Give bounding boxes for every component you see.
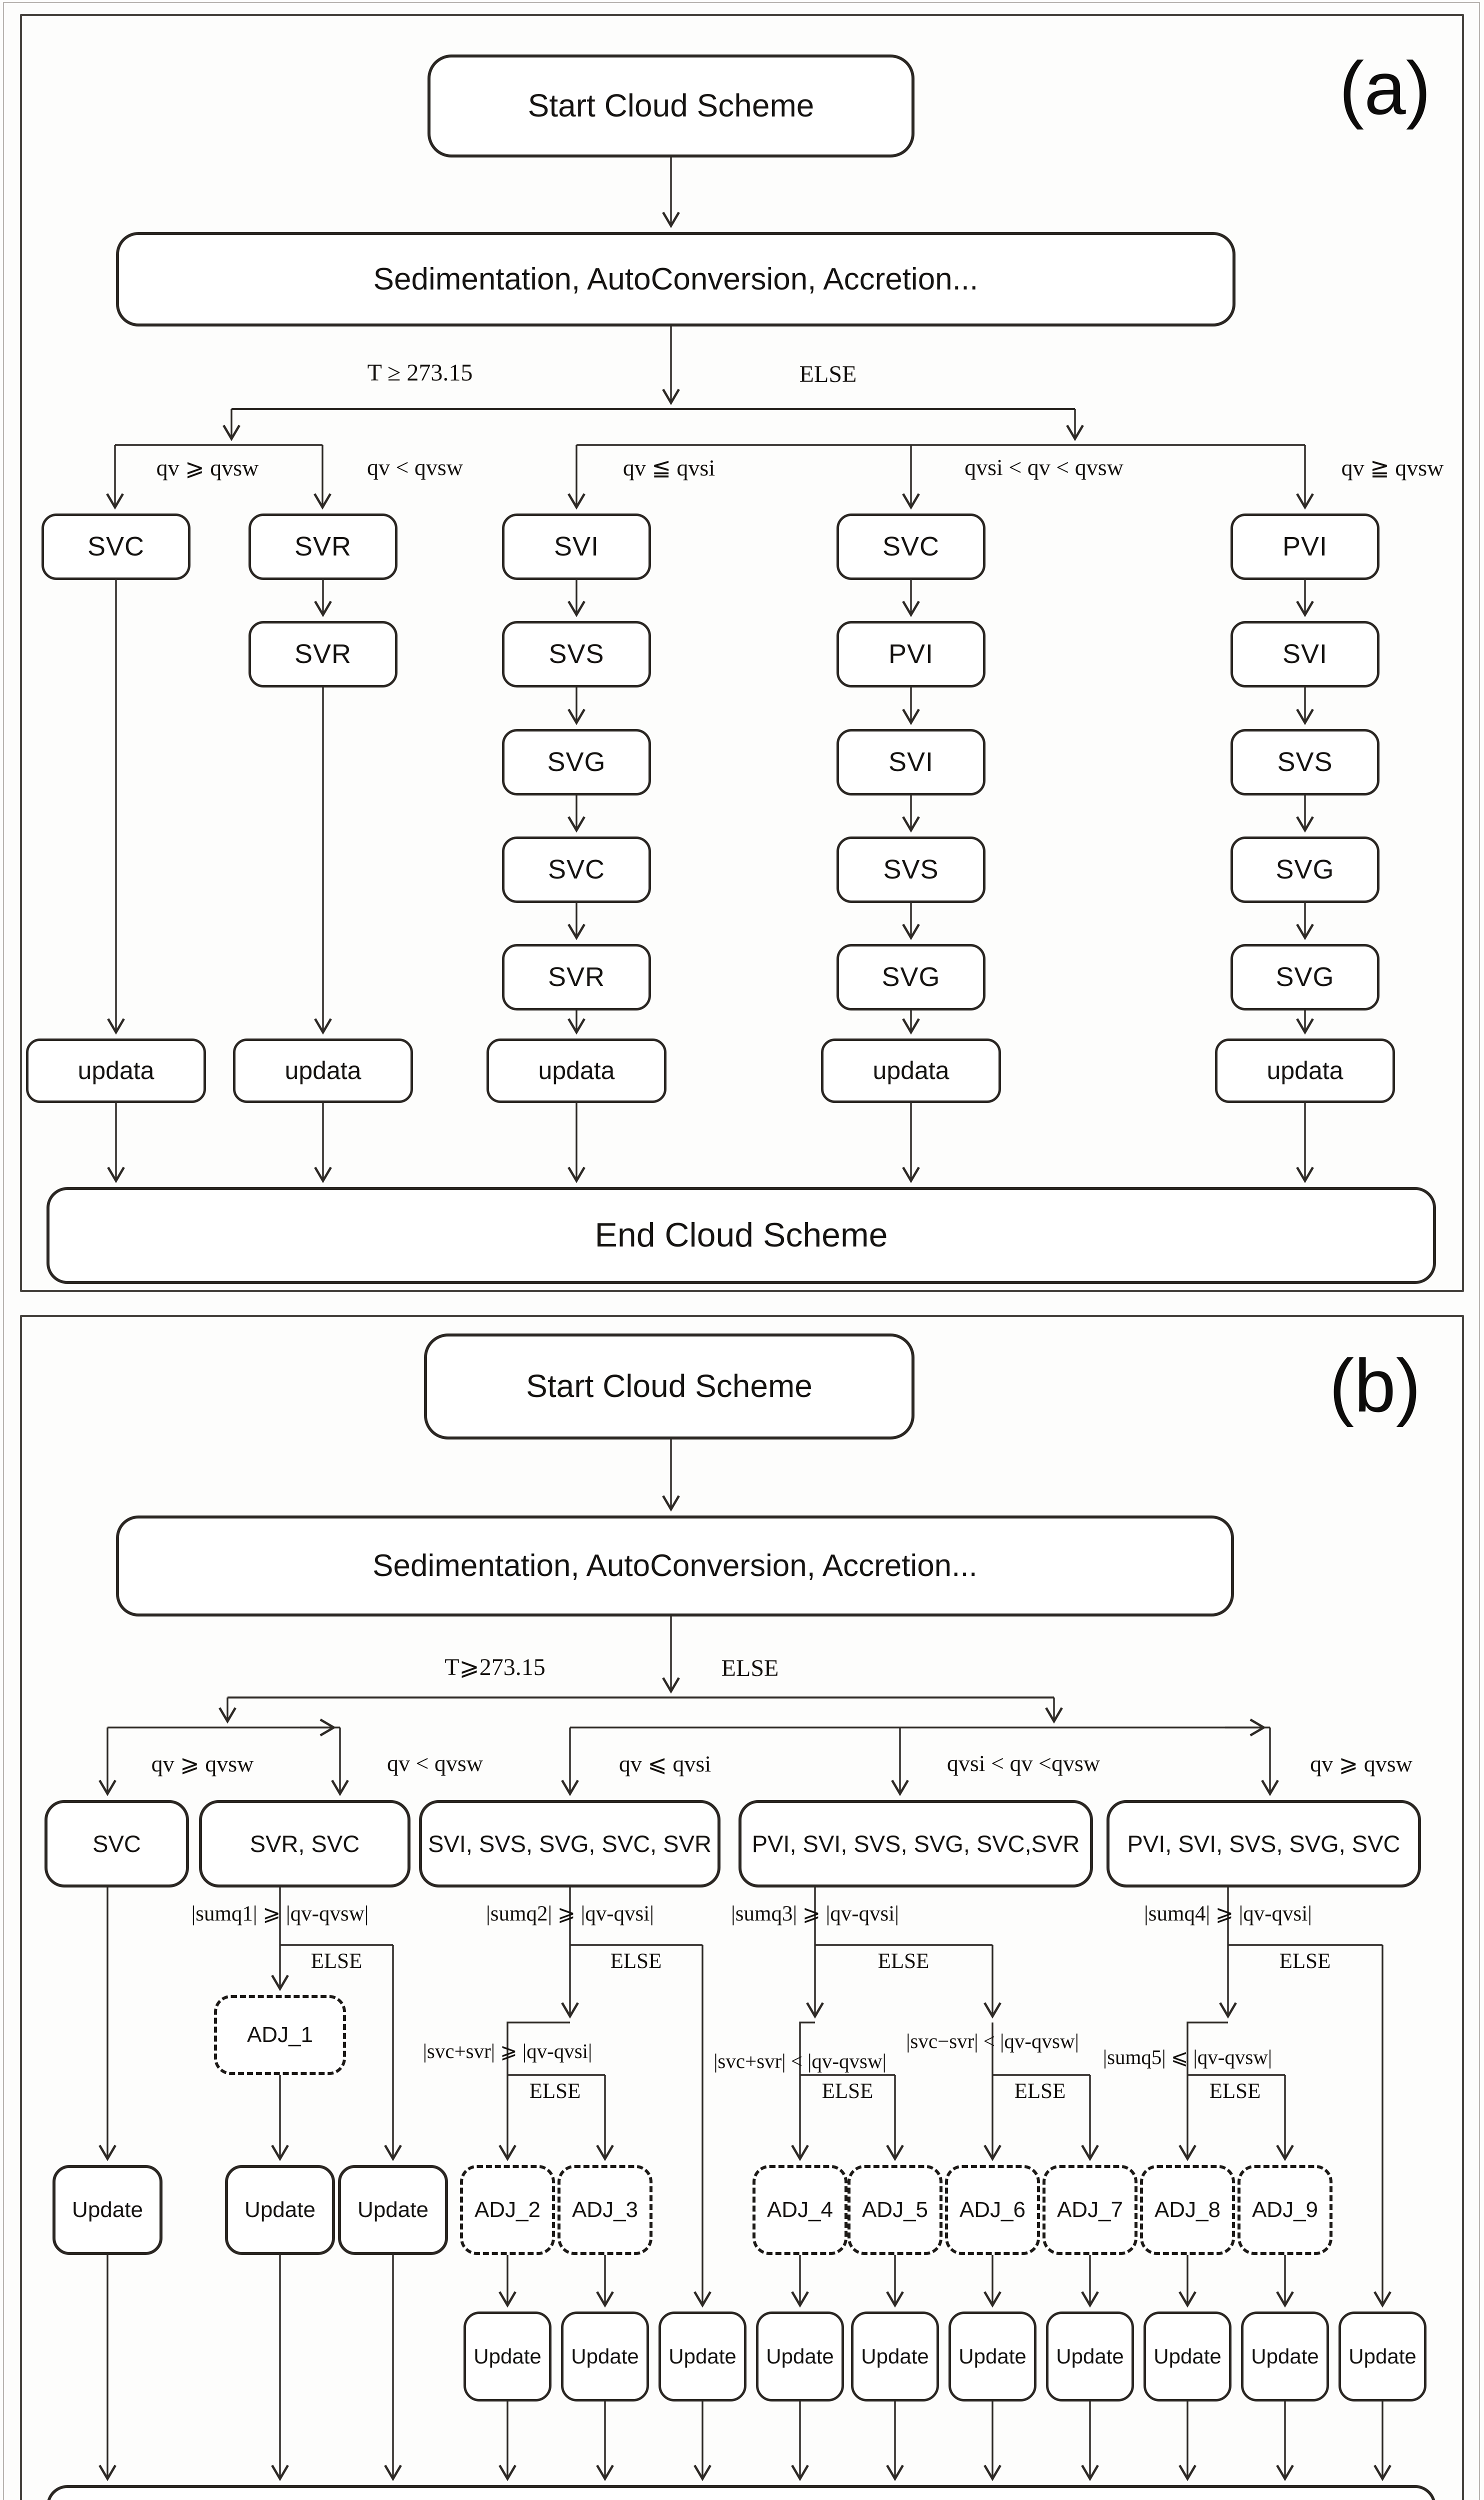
panel-b-frame: [20, 1315, 1464, 2500]
process-step: SVS: [836, 836, 986, 903]
condition-label: |svc−svr| < |qv-qvsw|: [906, 2030, 1079, 2052]
adjust-node: ADJ_8: [1140, 2165, 1235, 2255]
update-node: Update: [338, 2165, 448, 2255]
adjust-node: ADJ_2: [460, 2165, 555, 2255]
process-node-a: Sedimentation, AutoConversion, Accretion…: [116, 232, 1236, 326]
condition-label: qvsi < qv < qvsw: [964, 454, 1124, 480]
update-node: Update: [756, 2312, 844, 2402]
else-label: ELSE: [1279, 1950, 1331, 1973]
update-node: Update: [1338, 2312, 1426, 2402]
group-node: PVI, SVI, SVS, SVG, SVC: [1106, 1800, 1421, 1888]
condition-label: |sumq2| ⩾ |qv-qvsi|: [486, 1902, 654, 1926]
adjust-node: ADJ_1: [214, 1995, 346, 2075]
process-step: SVS: [1230, 729, 1380, 796]
process-step: SVS: [502, 621, 651, 688]
process-node-b: Sedimentation, AutoConversion, Accretion…: [116, 1516, 1234, 1616]
else-label: ELSE: [822, 2080, 874, 2103]
adjust-node: ADJ_4: [752, 2165, 848, 2255]
update-node: Update: [225, 2165, 335, 2255]
condition-label: |svc+svr| < |qv-qvsw|: [714, 2050, 886, 2072]
condition-label: qv < qvsw: [386, 1750, 484, 1776]
process-step: SVI: [836, 729, 986, 796]
else-label: ELSE: [610, 1950, 662, 1973]
condition-label: |svc+svr| ⩾ |qv-qvsi|: [422, 2040, 592, 2062]
branch-label-temp-a: T ≥ 273.15: [367, 360, 473, 386]
condition-label: |sumq1| ⩾ |qv-qvsw|: [191, 1902, 369, 1926]
process-step: SVC: [836, 514, 986, 580]
process-step: SVR: [248, 621, 398, 688]
adjust-node: ADJ_3: [558, 2165, 652, 2255]
panel-b-connectors: [98, 1440, 1392, 2482]
end-node-b: End Cloud Scheme: [46, 2485, 1436, 2500]
updata-node: updata: [1215, 1038, 1395, 1103]
group-node: SVC: [44, 1800, 189, 1888]
adjust-node: ADJ_6: [945, 2165, 1040, 2255]
else-label: ELSE: [878, 1950, 930, 1973]
adjust-node: ADJ_7: [1042, 2165, 1138, 2255]
panel-a-label: (a): [1339, 46, 1431, 130]
process-step: SVC: [42, 514, 190, 580]
updata-node: updata: [821, 1038, 1001, 1103]
else-label: ELSE: [1209, 2080, 1261, 2103]
process-step: SVR: [248, 514, 398, 580]
branch-label-else-b: ELSE: [721, 1655, 779, 1682]
process-step: SVG: [1230, 944, 1380, 1010]
process-step: PVI: [1230, 514, 1380, 580]
group-node: PVI, SVI, SVS, SVG, SVC,SVR: [738, 1800, 1093, 1888]
else-label: ELSE: [529, 2080, 581, 2103]
condition-label: qv ⩾ qvsw: [1310, 1751, 1412, 1776]
update-node: Update: [658, 2312, 746, 2402]
figure-border: [3, 2, 1480, 2500]
else-label: ELSE: [1014, 2080, 1066, 2103]
condition-label: |sumq5| ⩽ |qv-qvsw|: [1102, 2046, 1272, 2068]
process-step: SVR: [502, 944, 651, 1010]
start-node-b: Start Cloud Scheme: [424, 1334, 914, 1440]
branch-label-temp-b: T⩾273.15: [444, 1654, 546, 1680]
process-step: SVI: [1230, 621, 1380, 688]
updata-node: updata: [486, 1038, 666, 1103]
else-label: ELSE: [310, 1950, 362, 1973]
panel-b-label: (b): [1329, 1344, 1421, 1428]
group-node: SVI, SVS, SVG, SVC, SVR: [419, 1800, 720, 1888]
condition-label: qv ≦ qvsi: [622, 455, 716, 480]
process-step: PVI: [836, 621, 986, 688]
adjust-node: ADJ_5: [848, 2165, 942, 2255]
branch-label-else-a: ELSE: [799, 361, 857, 388]
update-node: Update: [52, 2165, 162, 2255]
group-node: SVR, SVC: [199, 1800, 410, 1888]
update-node: Update: [1144, 2312, 1232, 2402]
condition-label: qvsi < qv <qvsw: [946, 1750, 1100, 1776]
update-node: Update: [1046, 2312, 1134, 2402]
update-node: Update: [464, 2312, 552, 2402]
process-step: SVG: [836, 944, 986, 1010]
process-step: SVI: [502, 514, 651, 580]
panel-a-connectors: [106, 158, 1314, 1184]
condition-label: qv ⩾ qvsw: [156, 455, 259, 480]
condition-label: qv < qvsw: [366, 454, 464, 480]
updata-node: updata: [233, 1038, 413, 1103]
update-node: Update: [561, 2312, 649, 2402]
condition-label: qv ⩾ qvsw: [151, 1751, 254, 1776]
updata-node: updata: [26, 1038, 206, 1103]
process-step: SVG: [502, 729, 651, 796]
update-node: Update: [1241, 2312, 1329, 2402]
panel-a-frame: [20, 14, 1464, 1292]
start-node-a: Start Cloud Scheme: [428, 54, 914, 158]
condition-label: qv ⩽ qvsi: [618, 1751, 712, 1776]
process-step: SVC: [502, 836, 651, 903]
condition-label: |sumq4| ⩾ |qv-qvsi|: [1144, 1902, 1312, 1926]
update-node: Update: [948, 2312, 1036, 2402]
condition-label: |sumq3| ⩾ |qv-qvsi|: [731, 1902, 899, 1926]
process-step: SVG: [1230, 836, 1380, 903]
adjust-node: ADJ_9: [1238, 2165, 1332, 2255]
update-node: Update: [851, 2312, 939, 2402]
end-node-a: End Cloud Scheme: [46, 1187, 1436, 1284]
condition-label: qv ≧ qvsw: [1341, 455, 1444, 480]
